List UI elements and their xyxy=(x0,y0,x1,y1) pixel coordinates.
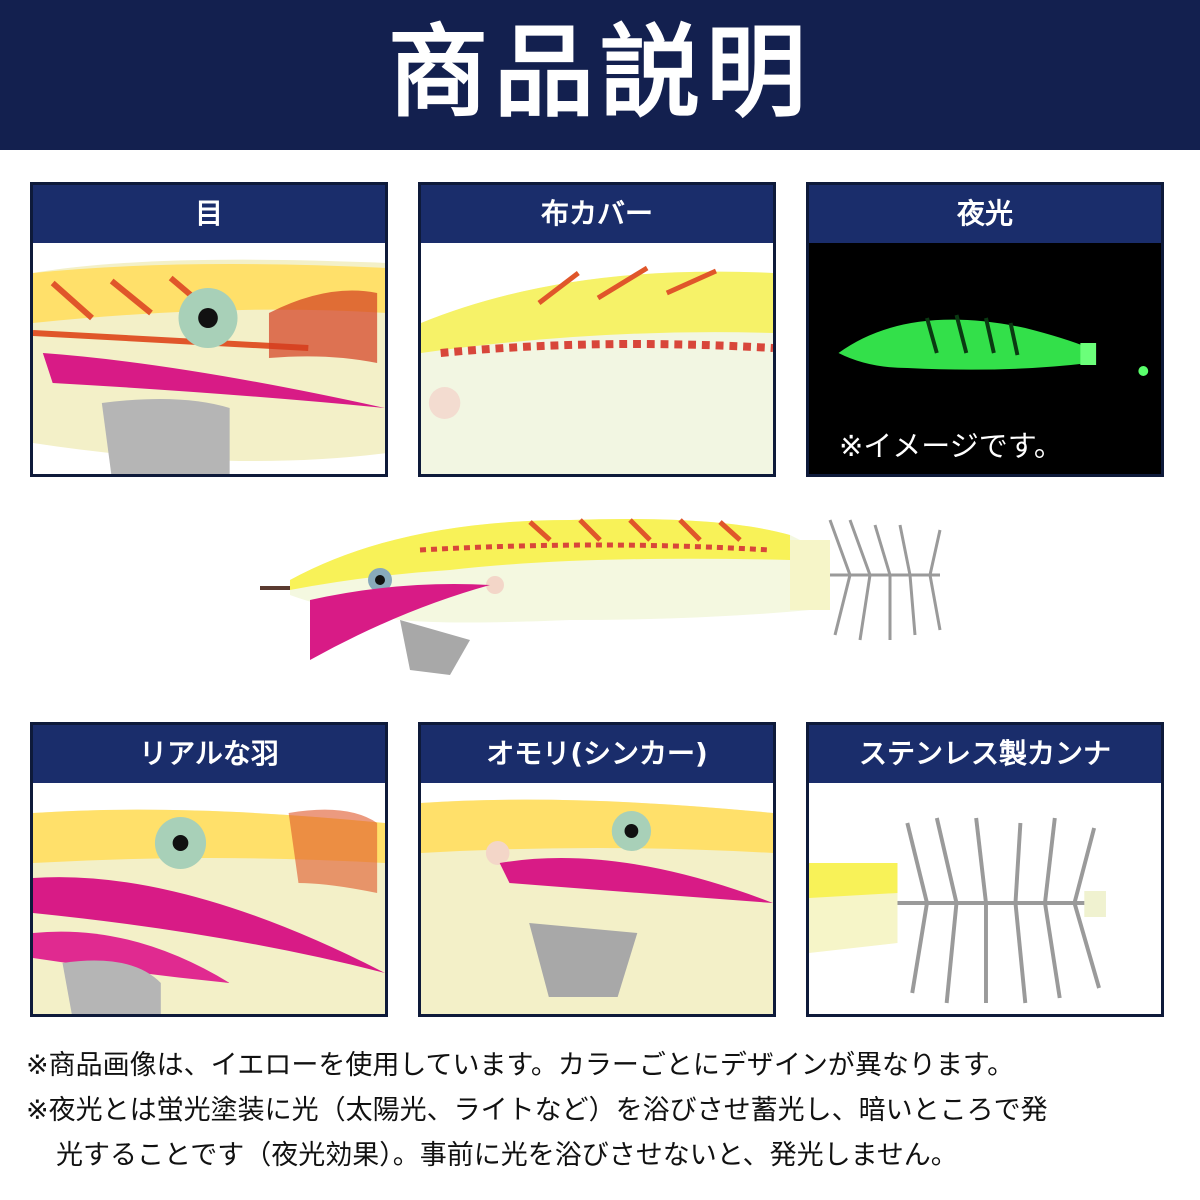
sinker-photo xyxy=(421,783,773,1014)
stainless-jig-photo xyxy=(809,783,1161,1014)
glow-caption: ※イメージです。 xyxy=(839,429,1063,463)
eye-photo xyxy=(33,243,385,474)
note-line: ※夜光とは蛍光塗装に光（太陽光、ライトなど）を浴びさせ蓄光し、暗いところで発 xyxy=(26,1095,1048,1126)
cloth-cover-photo xyxy=(421,243,773,474)
card-label: 目 xyxy=(33,185,385,243)
feather-photo xyxy=(33,783,385,1014)
glow-photo: ※イメージです。 xyxy=(809,243,1161,474)
product-hero-image xyxy=(250,500,950,680)
card-sinker: オモリ(シンカー) xyxy=(418,722,776,1017)
card-feather: リアルな羽 xyxy=(30,722,388,1017)
card-cloth-cover: 布カバー xyxy=(418,182,776,477)
note-line: 光することです（夜光効果）。事前に光を浴びさせないと、発光しません。 xyxy=(56,1140,958,1171)
card-label: リアルな羽 xyxy=(33,725,385,783)
card-label: オモリ(シンカー) xyxy=(421,725,773,783)
card-eye: 目 xyxy=(30,182,388,477)
page-header: 商品説明 xyxy=(0,0,1200,150)
card-glow: 夜光 ※イメージです。 xyxy=(806,182,1164,477)
card-label: 夜光 xyxy=(809,185,1161,243)
card-stainless-jig: ステンレス製カンナ xyxy=(806,722,1164,1017)
page-title: 商品説明 xyxy=(388,14,812,131)
note-line: ※商品画像は、イエローを使用しています。カラーごとにデザインが異なります。 xyxy=(26,1050,1015,1081)
card-label: ステンレス製カンナ xyxy=(809,725,1161,783)
card-label: 布カバー xyxy=(421,185,773,243)
